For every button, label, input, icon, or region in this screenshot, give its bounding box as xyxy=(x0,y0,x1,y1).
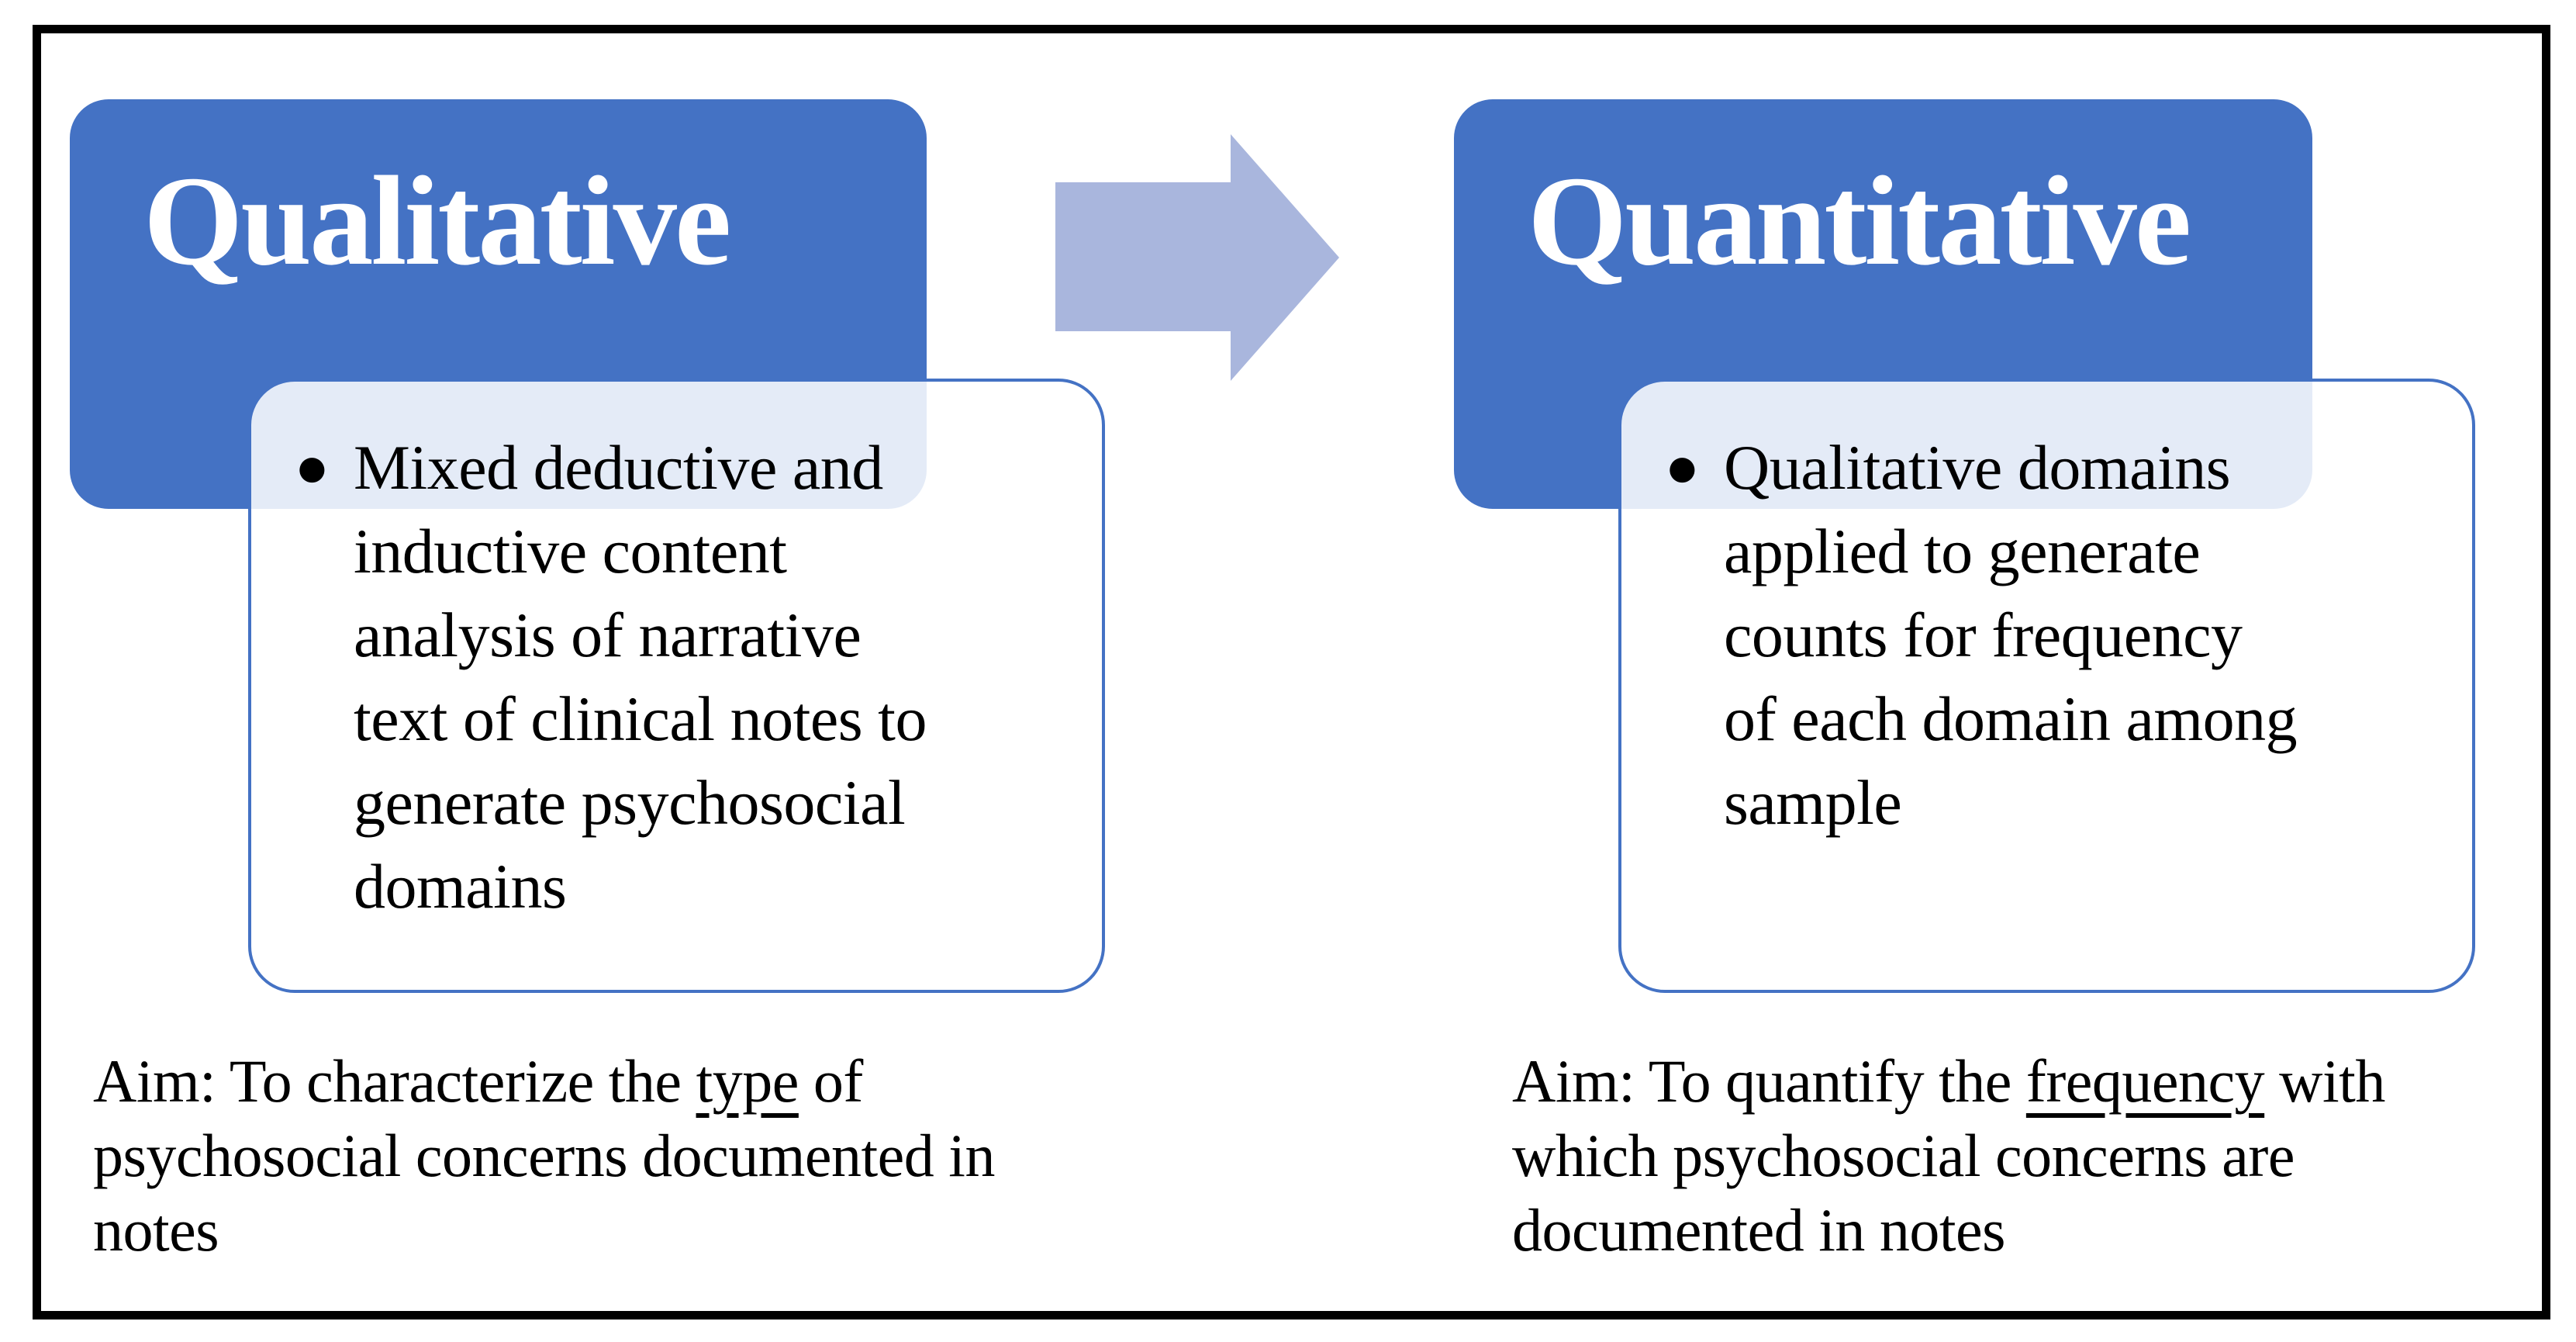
bullet-icon xyxy=(298,426,354,517)
aim-text-post: of psychosocial concerns documented in n… xyxy=(93,1047,995,1264)
bullet-icon xyxy=(1668,426,1724,517)
aim-text-pre: Aim: To quantify the xyxy=(1512,1047,2026,1115)
qualitative-title: Qualitative xyxy=(143,150,731,292)
quantitative-title: Quantitative xyxy=(1528,150,2191,292)
qualitative-aim-text: Aim: To characterize the type of psychos… xyxy=(93,1044,1055,1268)
figure-border xyxy=(33,25,2550,1320)
quantitative-aim-text: Aim: To quantify the frequency with whic… xyxy=(1512,1044,2474,1268)
aim-text-underlined: frequency xyxy=(2025,1047,2265,1115)
aim-text-pre: Aim: To characterize the xyxy=(93,1047,696,1115)
aim-text-underlined: type xyxy=(696,1047,799,1115)
aim-text-post: with which psychosocial concerns are doc… xyxy=(1512,1047,2385,1264)
